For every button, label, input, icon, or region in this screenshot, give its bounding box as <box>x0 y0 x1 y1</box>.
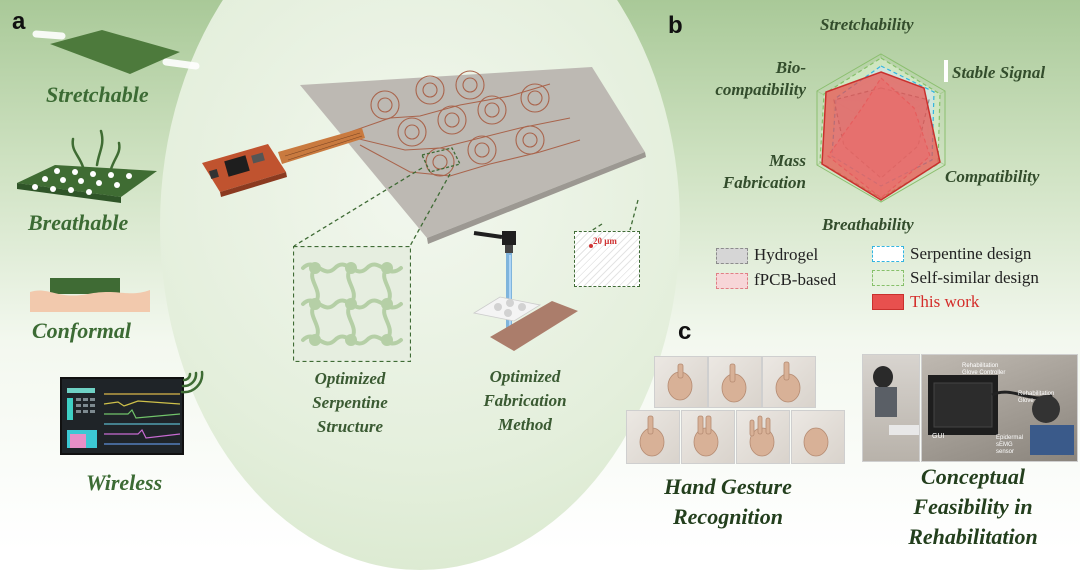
perforated-film-icon <box>17 129 157 203</box>
legend-label-fpcb: fPCB-based <box>754 270 837 289</box>
legend-swatch-fpcb <box>716 273 748 289</box>
legend-swatch-hydrogel <box>716 248 748 264</box>
laser-fabrication-illustration <box>472 231 578 351</box>
scale-bar-label: 20 μm <box>593 236 617 246</box>
feature-conformal-label: Conformal <box>32 318 132 343</box>
feature-breathable-label: Breathable <box>28 210 129 235</box>
label-glove-controller: Rehabilitation Glove Controller <box>962 363 1006 376</box>
axis-label-compatibility: Compatibility <box>945 167 1040 186</box>
legend-swatch-self-similar <box>872 270 904 286</box>
axis-label-bio-compatibility: Bio- compatibility <box>715 58 806 99</box>
rehab-photo-setup: Rehabilitation Glove Controller Rehabili… <box>921 354 1078 462</box>
axis-label-stretchability: Stretchability <box>820 15 914 34</box>
radar-chart <box>816 53 946 203</box>
hand-gesture-sketches <box>639 361 829 457</box>
gesture-caption: Hand Gesture Recognition <box>664 474 792 529</box>
skin-contact-icon <box>30 278 150 312</box>
rehab-caption: Conceptual Feasibility in Rehabilitation <box>908 464 1038 549</box>
legend-label-serpentine: Serpentine design <box>910 244 1032 263</box>
label-glove: Rehabilitation Glove <box>1018 391 1055 404</box>
wireless-monitor-icon <box>60 370 204 455</box>
feature-stretchable-label: Stretchable <box>46 82 149 107</box>
scale-marker <box>589 244 593 248</box>
legend: Hydrogel fPCB-based Serpentine design Se… <box>716 242 1076 314</box>
label-emg-sensor: Epidermal sEMG sensor <box>996 435 1024 455</box>
legend-swatch-serpentine <box>872 246 904 262</box>
legend-label-hydrogel: Hydrogel <box>754 245 819 264</box>
axis-label-mass-fabrication: Mass Fabrication <box>722 151 806 192</box>
legend-label-this-work: This work <box>910 292 980 311</box>
stretch-fabric-icon <box>32 30 200 74</box>
serpentine-caption: Optimized Serpentine Structure <box>312 369 388 436</box>
serpentine-structure-inset <box>293 246 411 362</box>
fabrication-caption: Optimized Fabrication Method <box>483 367 567 434</box>
stable-signal-bar <box>944 60 948 82</box>
panel-letter-a: a <box>12 8 26 35</box>
label-gui: GUI <box>932 433 945 440</box>
legend-label-self-similar: Self-similar design <box>910 268 1039 287</box>
panel-letter-b: b <box>668 12 683 39</box>
rehab-photo-user <box>862 354 920 462</box>
panel-letter-c: c <box>678 318 692 345</box>
device-illustration <box>202 67 646 244</box>
axis-label-stable-signal: Stable Signal <box>952 63 1046 82</box>
fabrication-zoom-inset: 20 μm <box>574 231 640 287</box>
feature-wireless-label: Wireless <box>86 470 163 495</box>
series-this-work <box>821 71 941 201</box>
axis-label-breathability: Breathability <box>822 215 914 234</box>
legend-swatch-this-work <box>872 294 904 310</box>
